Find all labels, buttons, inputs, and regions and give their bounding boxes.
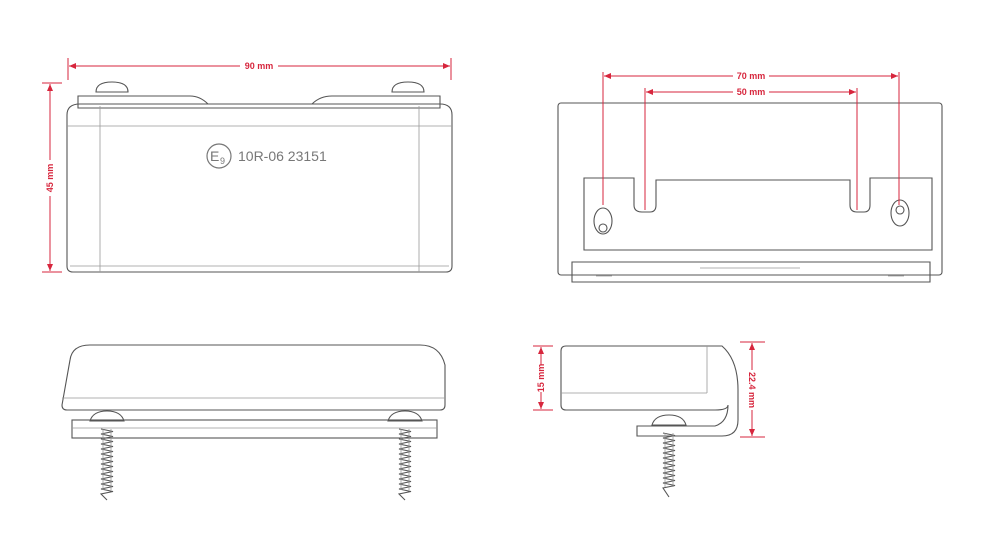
- side-view: [560, 345, 739, 498]
- approval-code: 10R-06 23151: [238, 148, 327, 164]
- width-label: 90 mm: [245, 61, 274, 71]
- height-label: 45 mm: [45, 164, 55, 193]
- inner-spacing-label: 50 mm: [737, 87, 766, 97]
- screw-icon: [89, 410, 125, 501]
- dimension-hole-spacing: 70 mm 50 mm: [602, 71, 900, 210]
- e-mark-logo: [206, 143, 232, 169]
- outer-spacing-label: 70 mm: [737, 71, 766, 81]
- screw-icon: [387, 410, 423, 501]
- screw-icon: [651, 414, 687, 498]
- front-view: E 9 10R-06 23151: [66, 81, 453, 273]
- dimension-body-depth: 15 mm: [533, 345, 553, 411]
- dimension-height: 45 mm: [42, 82, 62, 273]
- dimension-total-depth: 22.4 mm: [740, 341, 765, 438]
- e-mark-number: 9: [220, 156, 225, 166]
- dimension-width: 90 mm: [67, 58, 452, 80]
- e-mark-letter: E: [210, 148, 219, 164]
- bottom-view: [61, 344, 446, 501]
- rear-view: [557, 102, 943, 283]
- body-depth-label: 15 mm: [536, 364, 546, 393]
- total-depth-label: 22.4 mm: [747, 372, 757, 408]
